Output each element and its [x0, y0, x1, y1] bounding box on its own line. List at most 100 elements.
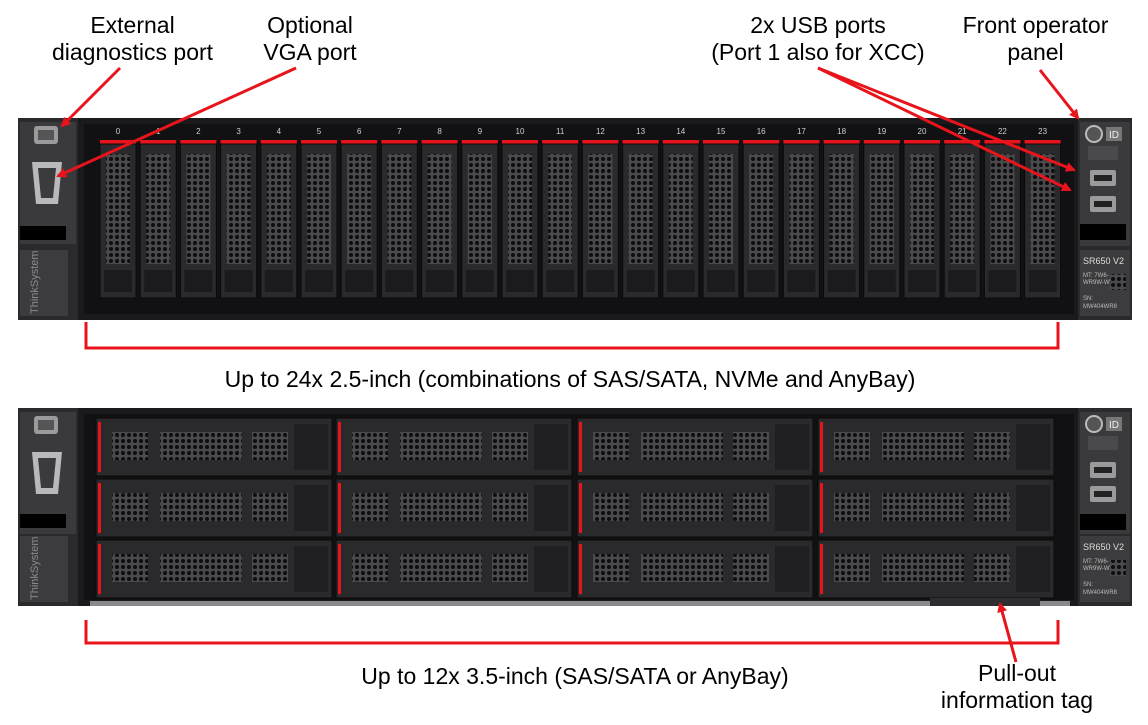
svg-text:WR9W-WW: WR9W-WW	[1083, 280, 1116, 286]
left-tag-slot	[20, 514, 66, 528]
drive-grille	[252, 493, 288, 521]
drive-latch	[626, 270, 655, 292]
pull-out-information-tag[interactable]	[930, 598, 1040, 606]
right-tag-slot	[1080, 224, 1126, 240]
drive-latch	[345, 270, 374, 292]
drive-bay[interactable]: 14	[662, 127, 700, 299]
drive-latch	[988, 270, 1017, 292]
drive-latch	[1016, 424, 1050, 470]
drive-bay[interactable]: 1	[139, 127, 177, 299]
drive-grille	[834, 432, 870, 460]
power-button-icon[interactable]	[1085, 125, 1103, 143]
drive-grille	[869, 154, 894, 264]
drive-bay[interactable]: 16	[742, 127, 780, 299]
drive-grille	[186, 154, 211, 264]
drive-grille	[492, 432, 528, 460]
drive-bay[interactable]	[95, 539, 333, 599]
drive-grille	[588, 154, 613, 264]
drive-grille	[749, 154, 774, 264]
drive-bay[interactable]	[576, 539, 814, 599]
drive-bay[interactable]	[335, 539, 573, 599]
drive-grille	[352, 554, 388, 582]
drive-latch	[1016, 546, 1050, 592]
drive-bay[interactable]	[95, 478, 333, 538]
qr-code-icon	[1110, 274, 1126, 290]
drive-grille	[352, 432, 388, 460]
drive-bay-number: 16	[757, 127, 766, 136]
drive-bay[interactable]: 12	[581, 127, 619, 299]
drive-latch	[144, 270, 173, 292]
drive-latch	[775, 485, 809, 531]
drive-bay[interactable]	[95, 417, 333, 477]
drive-grille	[160, 493, 242, 521]
drive-bay[interactable]	[335, 478, 573, 538]
drive-bay-number: 6	[357, 127, 362, 136]
drive-bay[interactable]: 9	[461, 127, 499, 299]
drive-latch	[294, 485, 328, 531]
drive-bay[interactable]: 11	[541, 127, 579, 299]
arrow-usb-port-1	[817, 66, 1076, 172]
drive-grille	[974, 432, 1010, 460]
drive-bay[interactable]: 8	[421, 127, 459, 299]
drive-grille	[733, 493, 769, 521]
id-button[interactable]	[1106, 417, 1122, 431]
drive-grille	[252, 554, 288, 582]
drive-bay[interactable]: 7	[380, 127, 418, 299]
drive-bay[interactable]	[817, 539, 1055, 599]
drive-bay[interactable]: 4	[260, 127, 298, 299]
drive-bay[interactable]	[576, 478, 814, 538]
callout-external-diagnostics-port: External diagnostics port	[51, 12, 214, 65]
drive-bay[interactable]: 20	[903, 127, 941, 299]
drive-grille	[226, 154, 251, 264]
model-label: SR650 V2	[1083, 256, 1124, 266]
drive-bay-number: 4	[277, 127, 282, 136]
id-button[interactable]	[1106, 127, 1122, 141]
drive-latch	[546, 270, 575, 292]
drive-bay[interactable]: 0	[99, 127, 137, 299]
drive-latch	[586, 270, 615, 292]
drive-bay-number: 22	[998, 127, 1007, 136]
drive-bay[interactable]: 5	[300, 127, 338, 299]
drive-grille	[1030, 154, 1055, 264]
bracket-24-bay	[84, 322, 1060, 350]
drive-grille	[112, 432, 148, 460]
drive-bay[interactable]: 18	[823, 127, 861, 299]
drive-grille	[467, 154, 492, 264]
drive-grille	[427, 154, 452, 264]
drive-bay[interactable]: 17	[782, 127, 820, 299]
drive-bay[interactable]: 10	[501, 127, 539, 299]
drive-bay-number: 5	[317, 127, 322, 136]
drive-grille	[789, 154, 814, 264]
caption-12-bay: Up to 12x 3.5-inch (SAS/SATA or AnyBay)	[361, 663, 789, 689]
drive-bay[interactable]: 19	[863, 127, 901, 299]
drive-bay[interactable]	[817, 478, 1055, 538]
pull-out-rail	[90, 601, 1070, 606]
drive-bay-number: 18	[837, 127, 846, 136]
arrow-operator-panel	[1038, 69, 1080, 120]
drive-grille	[668, 154, 693, 264]
power-button-icon[interactable]	[1085, 415, 1103, 433]
qr-code-icon	[1110, 560, 1126, 576]
drive-bay[interactable]	[817, 417, 1055, 477]
drive-latch	[104, 270, 132, 292]
drive-latch	[534, 546, 568, 592]
drive-grille	[882, 493, 964, 521]
drive-grille	[400, 554, 482, 582]
drive-bay[interactable]: 15	[702, 127, 740, 299]
drive-bay-number: 10	[516, 127, 525, 136]
drive-bay-number: 2	[196, 127, 201, 136]
drive-grille	[950, 154, 975, 264]
drive-bay[interactable]	[335, 417, 573, 477]
drive-grille	[400, 432, 482, 460]
drive-bay[interactable]: 6	[340, 127, 378, 299]
drive-bay[interactable]: 21	[943, 127, 981, 299]
svg-text:MW404WR8: MW404WR8	[1083, 590, 1118, 596]
drive-grille	[974, 493, 1010, 521]
drive-bay[interactable]: 13	[622, 127, 660, 299]
drive-bay-number: 23	[1038, 127, 1047, 136]
drive-bay[interactable]: 22	[983, 127, 1021, 299]
drive-bay[interactable]: 2	[179, 127, 217, 299]
drive-bay[interactable]	[576, 417, 814, 477]
drive-bay[interactable]: 3	[220, 127, 258, 299]
